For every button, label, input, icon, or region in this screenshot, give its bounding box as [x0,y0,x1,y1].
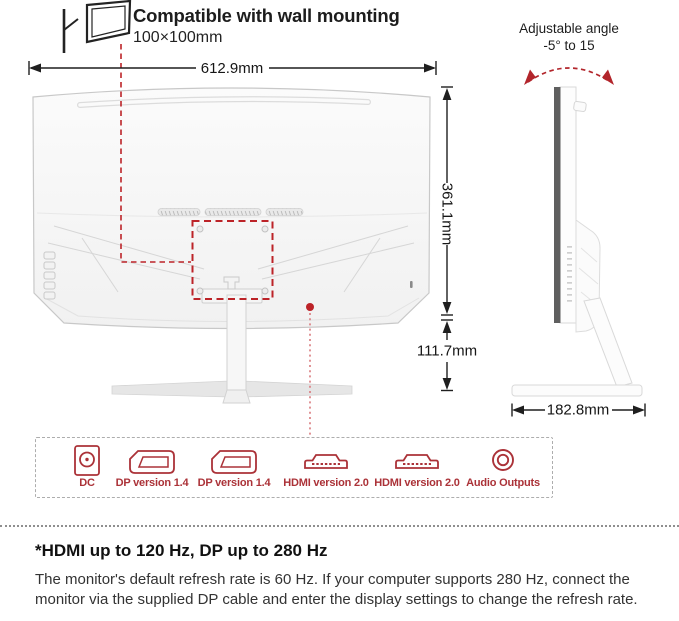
port-label-hdmi2: HDMI version 2.0 [374,477,460,489]
port-label-dp2: DP version 1.4 [197,477,271,489]
refresh-rate-heading: *HDMI up to 120 Hz, DP up to 280 Hz [35,541,328,560]
stand-legs [111,380,353,398]
adjustable-angle-title: Adjustable angle [519,21,619,36]
stand-height-dimension-label: 111.7mm [416,342,478,360]
height-dimension-label: 361.1mm [438,182,456,246]
port-label-dp1: DP version 1.4 [115,477,189,489]
ports-location-dot [306,303,314,311]
side-vents [567,246,572,302]
back-crease-lines [47,225,415,293]
hdmi-port-icon [304,454,348,469]
hdmi-port-icon [395,454,439,469]
monitor-back-view [32,44,431,436]
dimension-height [441,86,453,316]
depth-dimension-label: 182.8mm [546,401,610,419]
stand-neck [201,276,263,404]
vent-grille [157,208,304,216]
ports-panel [35,437,553,498]
dimension-depth [511,403,646,417]
displayport-icon [211,450,257,474]
rear-port-cutouts [43,251,56,300]
displayport-icon [129,450,175,474]
audio-output-icon [492,449,514,471]
adjustable-angle-range: -5° to 15 [543,38,595,53]
dimension-stand-height [441,319,453,392]
port-label-audio: Audio Outputs [466,477,540,489]
vesa-mount-outline [191,220,274,300]
section-divider [0,525,679,527]
refresh-rate-note: The monitor's default refresh rate is 60… [35,571,638,608]
wall-mount-size: 100×100mm [133,29,223,46]
tilt-angle-arc [524,67,614,85]
wall-mount-icon [62,0,132,53]
monitor-side-view [511,86,643,397]
dc-port-icon [74,445,100,476]
power-led-slot [410,281,413,288]
dimension-width [28,61,437,75]
width-dimension-label: 612.9mm [200,60,264,77]
wall-mount-title: Compatible with wall mounting [133,5,400,26]
port-label-hdmi1: HDMI version 2.0 [283,477,369,489]
port-label-dc: DC [79,477,95,489]
joystick-button [573,101,587,112]
